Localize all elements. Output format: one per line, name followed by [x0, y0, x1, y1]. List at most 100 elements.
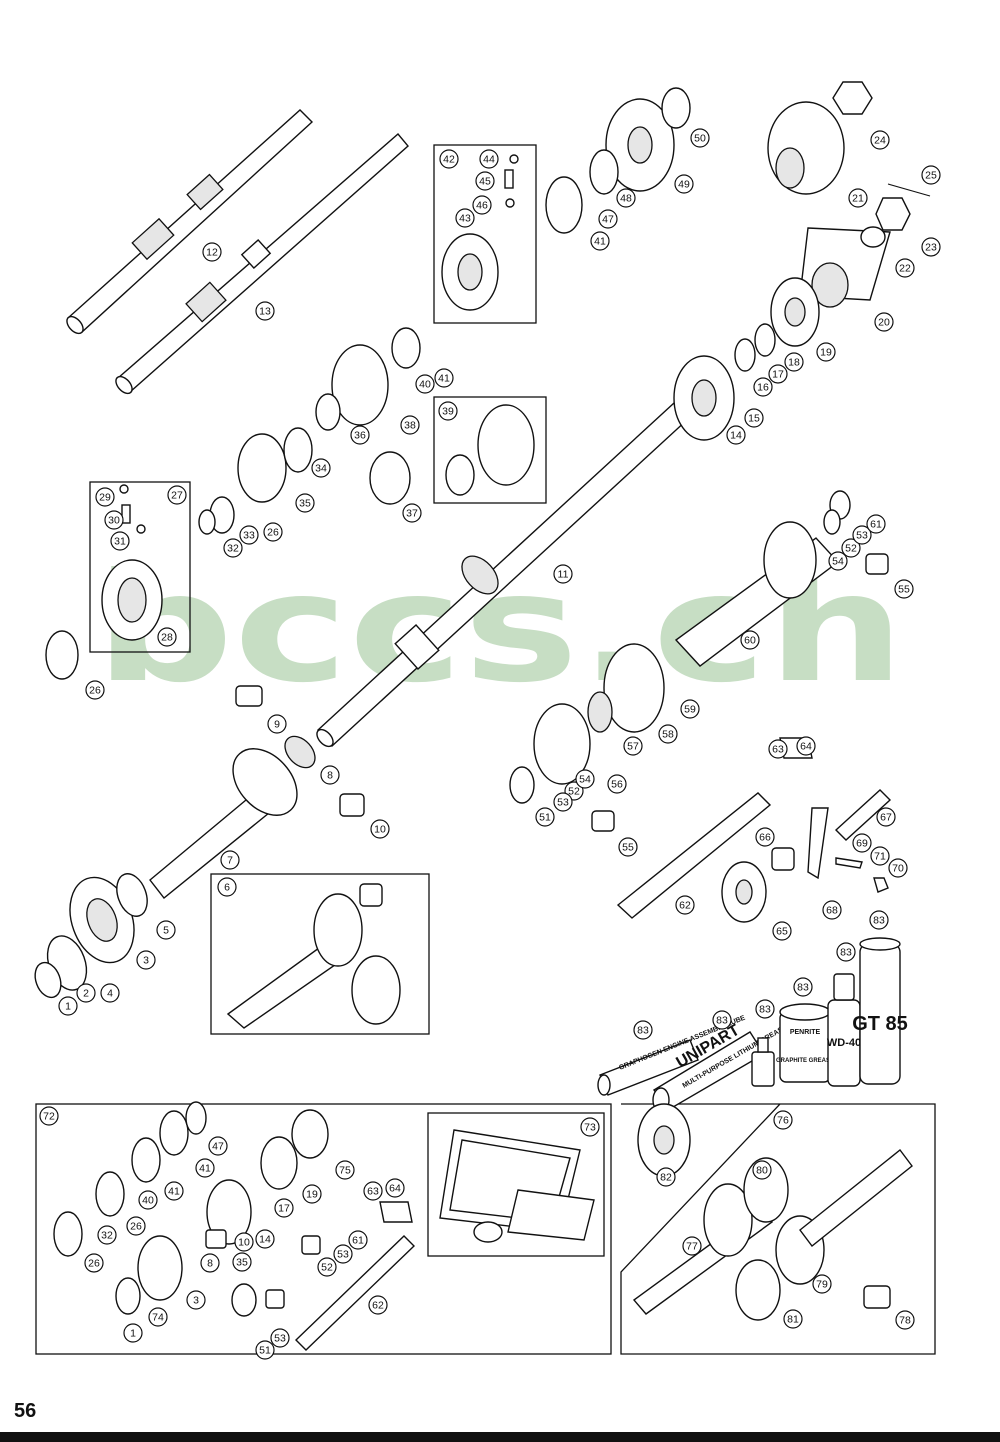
callout-number: 57: [627, 741, 639, 753]
callout-circle: [773, 1110, 793, 1130]
callout-64: 64: [385, 1178, 405, 1198]
callout-circle: [39, 1106, 59, 1126]
gear-82: [637, 1103, 691, 1177]
callout-circle: [348, 1230, 368, 1250]
callout-circle: [97, 1225, 117, 1245]
callout-number: 28: [161, 632, 173, 644]
callout-number: 51: [259, 1345, 271, 1357]
callout-15: 15: [744, 408, 764, 428]
callout-circle: [434, 368, 454, 388]
callout-75: 75: [335, 1160, 355, 1180]
callout-circle: [255, 1340, 275, 1360]
callout-number: 6: [224, 882, 230, 894]
callout-60: 60: [740, 630, 760, 650]
callout-9: 9: [267, 714, 287, 734]
callout-69: 69: [852, 833, 872, 853]
callout-49: 49: [674, 174, 694, 194]
callout-circle: [894, 579, 914, 599]
callout-number: 48: [620, 193, 632, 205]
bottom-bar: [0, 1432, 1000, 1442]
callout-circle: [311, 458, 331, 478]
callout-circle: [895, 258, 915, 278]
callout-number: 76: [777, 1115, 789, 1127]
callout-14: 14: [255, 1229, 275, 1249]
callout-circle: [869, 910, 889, 930]
callout-number: 11: [558, 569, 569, 581]
callout-circle: [415, 374, 435, 394]
callout-number: 42: [443, 154, 455, 166]
callout-number: 63: [772, 744, 784, 756]
callout-57: 57: [623, 736, 643, 756]
callout-number: 12: [206, 247, 218, 259]
callout-circle: [590, 231, 610, 251]
grease-tin-penrite: [779, 1003, 831, 1083]
callout-number: 65: [776, 926, 788, 938]
callout-78: 78: [895, 1310, 915, 1330]
callout-number: 71: [874, 851, 886, 863]
callout-32: 32: [223, 538, 243, 558]
callout-3: 3: [136, 950, 156, 970]
callout-53: 53: [553, 792, 573, 812]
label-wd40: WD-40: [827, 1037, 861, 1049]
callout-number: 47: [602, 214, 614, 226]
callout-number: 31: [114, 536, 126, 548]
callout-circle: [888, 858, 908, 878]
callout-26: 26: [263, 522, 283, 542]
callout-circle: [200, 1253, 220, 1273]
callout-circle: [100, 983, 120, 1003]
callout-83: 83: [633, 1020, 653, 1040]
callout-circle: [156, 920, 176, 940]
needle-bearing-10: [339, 793, 365, 817]
callout-number: 13: [259, 306, 271, 318]
callout-28: 28: [157, 627, 177, 647]
callout-53: 53: [270, 1328, 290, 1348]
callout-36: 36: [350, 425, 370, 445]
callout-circle: [220, 850, 240, 870]
callout-number: 67: [880, 812, 892, 824]
callout-22: 22: [895, 258, 915, 278]
callout-circle: [138, 1190, 158, 1210]
callout-number: 78: [899, 1315, 911, 1327]
inset-frame-39: [433, 396, 547, 504]
callout-61: 61: [866, 514, 886, 534]
callout-circle: [270, 1328, 290, 1348]
callout-number: 29: [99, 492, 111, 504]
callout-number: 26: [89, 685, 101, 697]
callout-circle: [633, 1020, 653, 1040]
callout-83: 83: [836, 942, 856, 962]
callout-number: 60: [744, 635, 756, 647]
shaft-62: [616, 792, 772, 919]
callout-26: 26: [126, 1216, 146, 1236]
callout-circle: [157, 627, 177, 647]
callout-number: 62: [372, 1300, 384, 1312]
inset-frame-72: [35, 1103, 612, 1355]
callout-52: 52: [841, 538, 861, 558]
spray-can-wd40: [827, 973, 861, 1087]
callout-44: 44: [479, 149, 499, 169]
callout-circle: [816, 342, 836, 362]
callout-circle: [350, 425, 370, 445]
callout-48: 48: [616, 188, 636, 208]
callout-83: 83: [869, 910, 889, 930]
callout-circle: [255, 301, 275, 321]
callout-number: 72: [43, 1111, 55, 1123]
callout-39: 39: [438, 401, 458, 421]
callout-circle: [167, 485, 187, 505]
nut-70: [873, 877, 889, 893]
callout-circle: [126, 1216, 146, 1236]
callout-number: 30: [108, 515, 120, 527]
callout-76: 76: [773, 1110, 793, 1130]
gear-set-76: [632, 1149, 913, 1321]
input-shaft-7: [149, 735, 316, 899]
callout-number: 38: [404, 420, 416, 432]
callout-number: 36: [354, 430, 366, 442]
callout-46: 46: [472, 195, 492, 215]
callout-number: 25: [925, 170, 937, 182]
callout-number: 35: [299, 498, 311, 510]
callout-number: 10: [374, 824, 386, 836]
callout-circle: [852, 833, 872, 853]
callout-number: 64: [389, 1183, 401, 1195]
callout-circle: [822, 900, 842, 920]
sleeve-37: [369, 451, 411, 505]
callout-20: 20: [874, 312, 894, 332]
